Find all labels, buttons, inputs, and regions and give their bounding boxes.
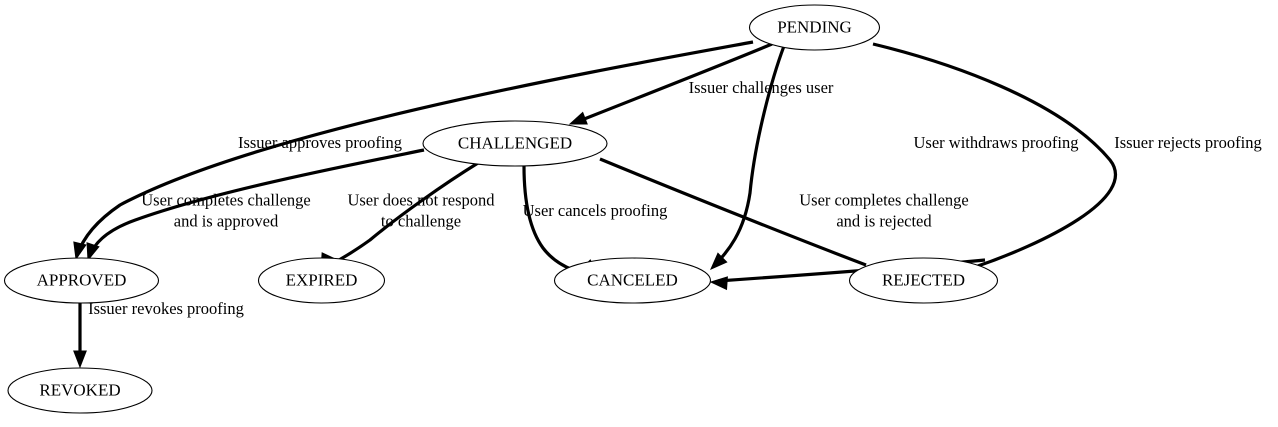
edge-label-challenged-canceled: User cancels proofing	[523, 201, 668, 220]
edge-label-text: User completes challenge	[141, 190, 311, 209]
edge-line	[712, 45, 786, 268]
edge-challenged-canceled	[522, 165, 596, 273]
edge-label-text: User completes challenge	[799, 190, 969, 209]
node-shape-challenged[interactable]	[422, 120, 608, 167]
edge-label-text: Issuer challenges user	[689, 78, 834, 97]
edge-label-pending-rejected: Issuer rejects proofing	[1114, 133, 1262, 152]
node-shape-pending[interactable]	[748, 4, 881, 51]
node-pending[interactable]: PENDING	[748, 4, 881, 51]
edge-arrowhead	[568, 111, 588, 125]
node-rejected[interactable]: REJECTED	[848, 257, 999, 304]
edge-label-text: User does not respond	[347, 190, 495, 209]
edge-line	[872, 42, 1118, 269]
edge-arrowhead	[709, 276, 728, 291]
edge-arrowhead	[86, 242, 100, 262]
node-label-canceled: CANCELED	[587, 270, 678, 289]
node-label-approved: APPROVED	[37, 270, 127, 289]
node-canceled[interactable]: CANCELED	[553, 257, 712, 304]
edge-line	[599, 157, 867, 267]
node-label-rejected: REJECTED	[882, 270, 965, 289]
edge-label-text: User withdraws proofing	[914, 133, 1079, 152]
edge-label-pending-approved: Issuer approves proofing	[238, 133, 402, 152]
node-shape-rejected[interactable]	[848, 257, 999, 304]
edge-line	[522, 165, 574, 272]
edge-arrowhead	[73, 241, 87, 261]
edge-pending-rejected	[872, 42, 1118, 282]
nodes-layer: PENDING CHALLENGED APPROVED EXPIRED CANCELED…	[3, 4, 999, 414]
edge-line	[75, 40, 754, 257]
node-shape-approved[interactable]	[3, 257, 160, 304]
node-label-expired: EXPIRED	[286, 270, 358, 289]
node-revoked[interactable]: REVOKED	[7, 367, 153, 414]
edge-label-text: User cancels proofing	[523, 201, 668, 220]
node-approved[interactable]: APPROVED	[3, 257, 160, 304]
edge-labels-layer: Issuer approves proofing Issuer challenge…	[88, 78, 1262, 318]
node-shape-expired[interactable]	[257, 257, 386, 304]
node-expired[interactable]: EXPIRED	[257, 257, 386, 304]
edge-label-text: Issuer approves proofing	[238, 133, 402, 152]
edge-label-challenged-expired: User does not respond to challenge	[347, 190, 495, 230]
edge-pending-challenged	[568, 42, 773, 125]
edge-label-pending-canceled: User withdraws proofing	[914, 133, 1079, 152]
edge-label-text: and is approved	[174, 211, 279, 230]
edge-label-text: Issuer rejects proofing	[1114, 133, 1262, 152]
edge-pending-approved	[73, 40, 754, 261]
node-label-pending: PENDING	[777, 17, 852, 36]
edge-label-challenged-rejected: User completes challenge and is rejected	[799, 190, 969, 230]
node-label-revoked: REVOKED	[39, 380, 120, 399]
edge-arrowhead	[73, 350, 87, 369]
edge-arrowhead	[710, 252, 728, 270]
node-label-challenged: CHALLENGED	[458, 133, 572, 152]
edge-challenged-approved	[86, 148, 425, 262]
node-shape-revoked[interactable]	[7, 367, 153, 414]
edge-line	[578, 42, 773, 123]
node-shape-canceled[interactable]	[553, 257, 712, 304]
edge-label-text: and is rejected	[836, 211, 932, 230]
edge-label-text: Issuer revokes proofing	[88, 299, 244, 318]
edge-label-challenged-approved: User completes challenge and is approved	[141, 190, 311, 230]
edge-line	[87, 148, 425, 258]
edge-approved-revoked	[73, 303, 87, 369]
edge-pending-canceled	[710, 45, 786, 270]
edge-label-approved-revoked: Issuer revokes proofing	[88, 299, 244, 318]
node-challenged[interactable]: CHALLENGED	[422, 120, 608, 167]
edge-label-pending-challenged: Issuer challenges user	[689, 78, 834, 97]
edge-label-text: to challenge	[381, 211, 461, 230]
